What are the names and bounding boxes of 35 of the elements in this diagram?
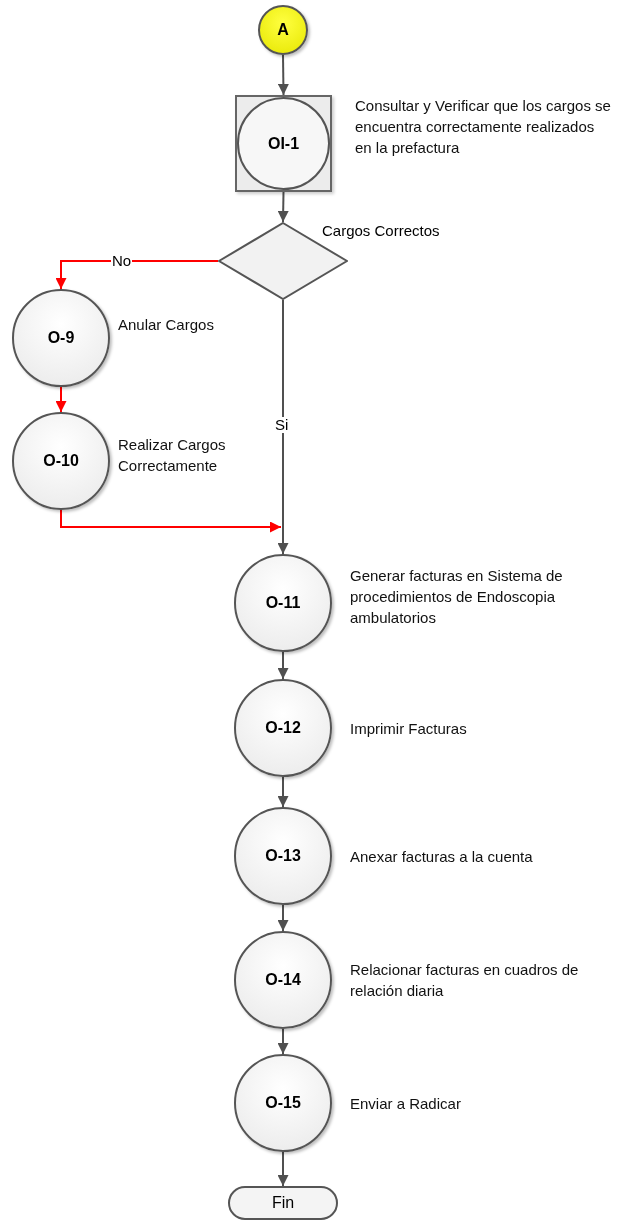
step-description: Consultar y Verificar que los cargos se encuentra correctamente realizados en la prefactura: [355, 96, 612, 158]
edge-label: Si: [274, 417, 290, 433]
arrow: [277, 651, 289, 680]
step-description: Relacionar facturas en cuadros de relación diaria: [350, 960, 580, 1001]
step-description: Enviar a Radicar: [350, 1094, 462, 1114]
connector-circle: [258, 5, 308, 55]
step-description: Imprimir Facturas: [350, 719, 468, 739]
arrow: [277, 1028, 289, 1055]
step-code: O-13: [265, 847, 301, 865]
step-code: OI-1: [267, 134, 300, 153]
step-code: O-10: [43, 452, 79, 470]
arrow: [277, 191, 289, 223]
step-description: Anular Cargos: [118, 315, 215, 335]
step-code: O-9: [47, 329, 75, 347]
arrow: [277, 1151, 289, 1187]
process-circle: [235, 95, 332, 192]
step-description: Generar facturas en Sistema de procedimientos de Endoscopia ambulatorios: [350, 566, 564, 628]
arrow: [55, 386, 67, 413]
step-code: O-11: [265, 594, 301, 612]
step-description: Anexar facturas a la cuenta: [350, 847, 534, 867]
arrow: [277, 54, 289, 96]
step-code: O-12: [265, 719, 301, 737]
step-code: O-14: [265, 971, 301, 989]
edge-label: No: [111, 253, 133, 269]
step-code: Fin: [271, 1194, 295, 1212]
decision-label: Cargos Correctos: [322, 222, 440, 239]
step-code: A: [277, 21, 289, 39]
terminator: [228, 1186, 338, 1220]
arrow: [55, 260, 219, 290]
step-description: Realizar Cargos Correctamente: [118, 435, 227, 476]
arrow: [277, 299, 289, 555]
arrow: [277, 904, 289, 932]
arrow: [60, 509, 282, 533]
step-code: O-15: [265, 1094, 301, 1112]
arrow: [277, 776, 289, 808]
